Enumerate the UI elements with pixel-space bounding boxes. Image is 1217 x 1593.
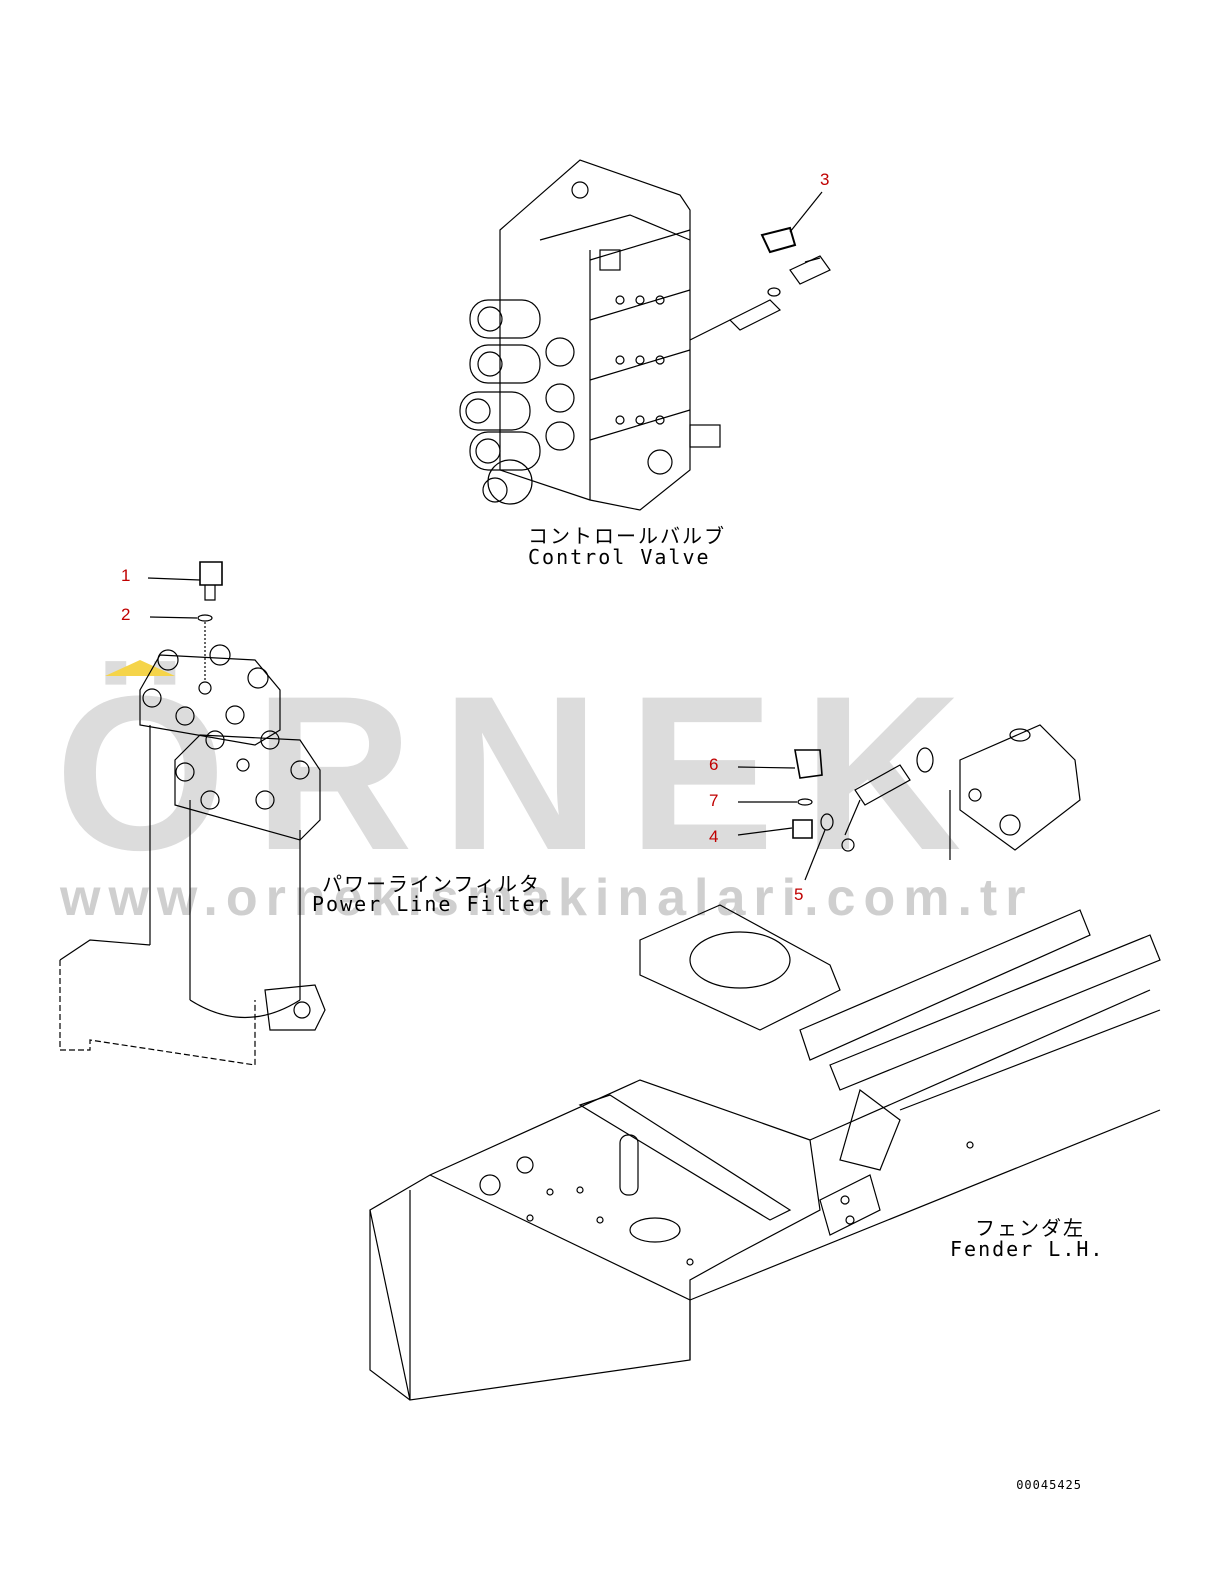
fender-drawing	[369, 724, 1161, 1401]
callout-3[interactable]: 3	[820, 170, 830, 189]
callout-1[interactable]: 1	[121, 566, 131, 585]
power-line-filter-label-jp: パワーラインフィルタ	[322, 872, 541, 896]
watermark-brand: ÖRNEK	[55, 650, 990, 896]
fender-label-en: Fender L.H.	[950, 1237, 1105, 1261]
callout-7[interactable]: 7	[709, 791, 719, 810]
control-valve-label-jp: コントロールバルブ	[528, 524, 726, 548]
callout-5[interactable]: 5	[794, 885, 804, 904]
callout-6[interactable]: 6	[709, 755, 719, 774]
leader-lines	[147, 191, 826, 881]
control-valve-drawing	[459, 159, 831, 511]
watermark-url: www.ornekismakinalari.com.tr	[60, 869, 1034, 927]
power-line-filter-label-en: Power Line Filter	[312, 892, 551, 916]
callout-4[interactable]: 4	[709, 827, 719, 846]
callout-2[interactable]: 2	[121, 605, 131, 624]
watermark-accent	[105, 660, 175, 676]
fender-label-jp: フェンダ左	[975, 1216, 1085, 1240]
power-line-filter-drawing	[59, 561, 326, 1066]
control-valve-label-en: Control Valve	[528, 545, 711, 569]
drawing-code: 00045425	[1016, 1478, 1082, 1492]
